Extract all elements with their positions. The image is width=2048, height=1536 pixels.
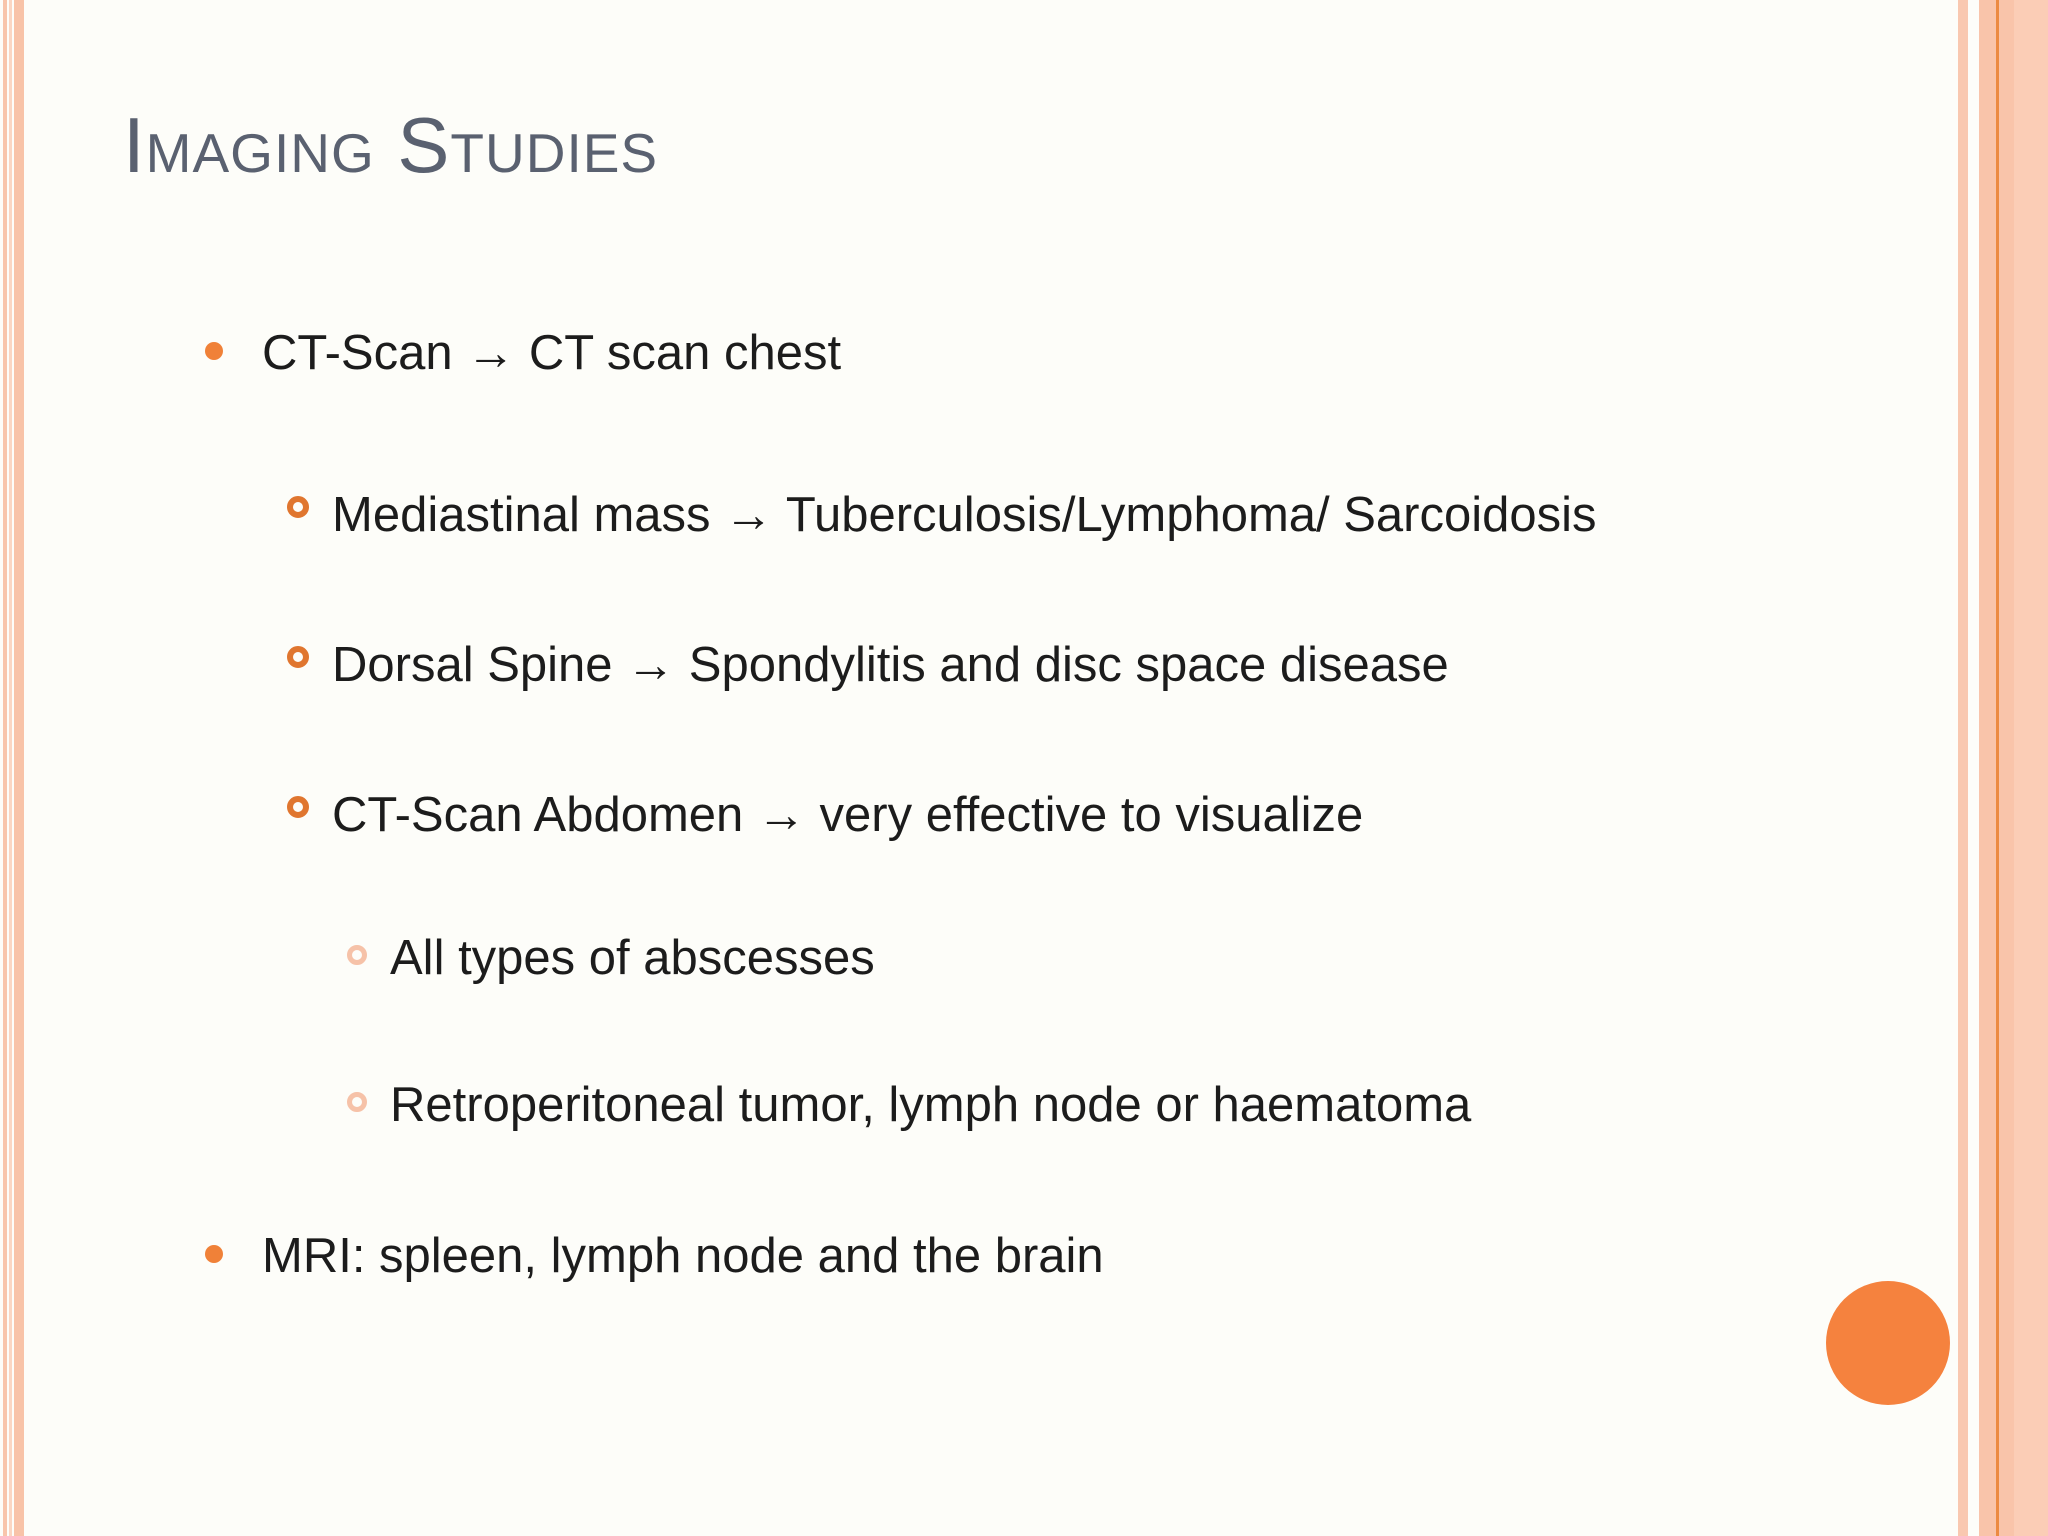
ring-bullet-icon (287, 496, 309, 518)
list-item-text: CT-Scan Abdomen → very effective to visu… (332, 788, 1364, 842)
list-item-text: All types of abscesses (390, 931, 875, 985)
right-stripe-edge (2014, 0, 2048, 1536)
right-stripe-mid (1999, 0, 2014, 1536)
list-item: Mediastinal mass → Tuberculosis/Lymphoma… (287, 487, 1597, 543)
list-item: MRI: spleen, lymph node and the brain (205, 1228, 1104, 1284)
list-item-text: MRI: spleen, lymph node and the brain (262, 1229, 1104, 1283)
right-stripe-accent-line (1996, 0, 1999, 1536)
decorative-orange-circle (1826, 1281, 1950, 1405)
ring-bullet-icon (287, 646, 309, 668)
light-ring-bullet-icon (347, 1092, 367, 1112)
list-item: CT-Scan → CT scan chest (205, 325, 841, 381)
list-item-text: CT-Scan → CT scan chest (262, 326, 842, 380)
list-item-text: Dorsal Spine → Spondylitis and disc spac… (332, 638, 1449, 692)
list-item-text: Retroperitoneal tumor, lymph node or hae… (390, 1078, 1472, 1132)
list-item-text: Mediastinal mass → Tuberculosis/Lymphoma… (332, 488, 1597, 542)
list-item: Retroperitoneal tumor, lymph node or hae… (347, 1077, 1471, 1133)
left-stripe-light (9, 0, 12, 1536)
right-stripe-inner (1979, 0, 1996, 1536)
list-item: All types of abscesses (347, 930, 875, 986)
slide-title: Imaging Studies (123, 101, 659, 189)
filled-bullet-icon (205, 342, 223, 360)
filled-bullet-icon (205, 1245, 223, 1263)
right-stripe-outer (1958, 0, 1968, 1536)
list-item: CT-Scan Abdomen → very effective to visu… (287, 787, 1363, 843)
light-ring-bullet-icon (347, 945, 367, 965)
ring-bullet-icon (287, 796, 309, 818)
left-stripe-thin (3, 0, 7, 1536)
left-stripe-wide (14, 0, 24, 1536)
list-item: Dorsal Spine → Spondylitis and disc spac… (287, 637, 1449, 693)
